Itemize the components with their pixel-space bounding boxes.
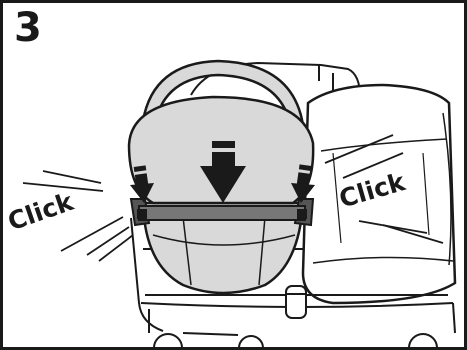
- step-number: 3: [14, 4, 42, 52]
